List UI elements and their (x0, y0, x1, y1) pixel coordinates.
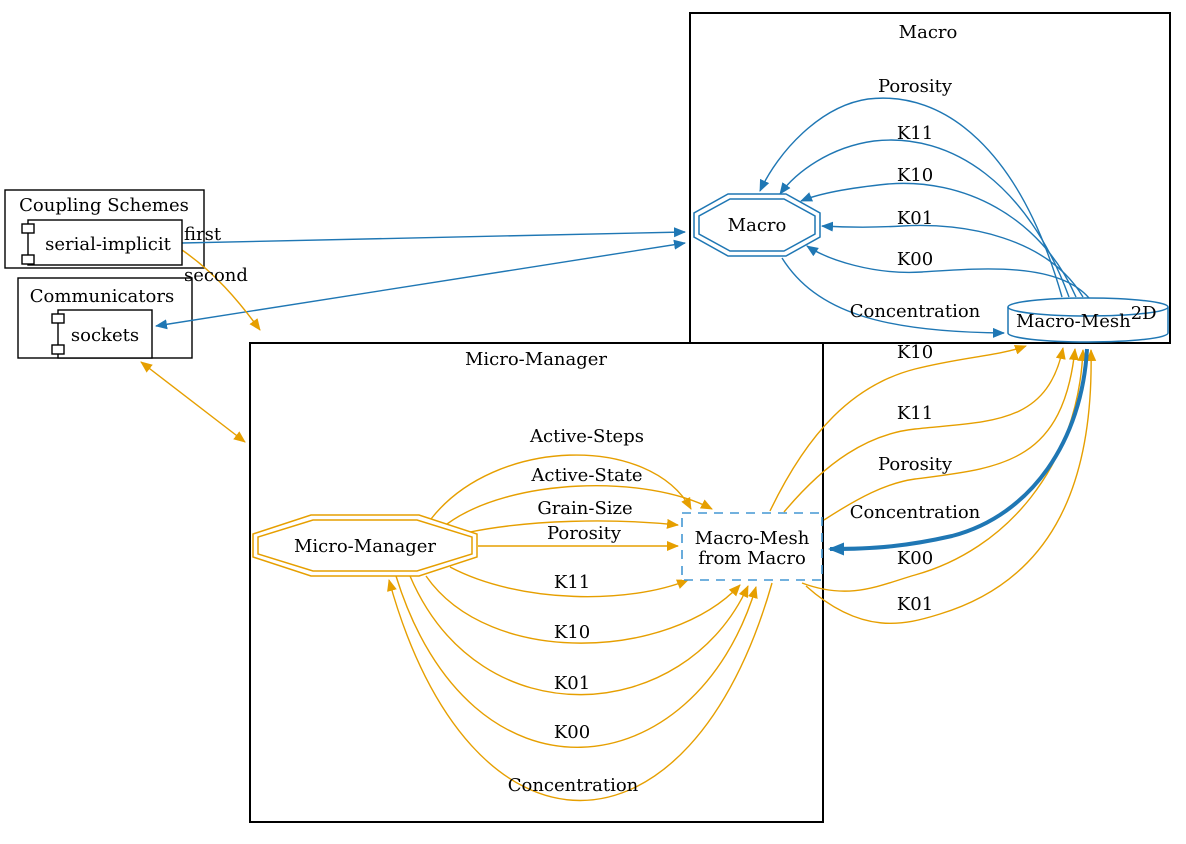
edge-mapping-porosity (823, 348, 1079, 521)
received-mesh-label-line2: from Macro (698, 548, 806, 569)
micro-manager-participant-label: Micro-Manager (294, 536, 436, 557)
edge-micro-write-k11 (449, 566, 689, 598)
sockets-label: sockets (71, 325, 139, 346)
edge-label-macro-k10: K10 (897, 165, 933, 186)
edge-label-micro-concentration: Concentration (508, 775, 639, 796)
macro-cluster-title: Macro (899, 22, 958, 43)
serial-implicit-label: serial-implicit (45, 234, 172, 255)
edge-label-micro-k01: K01 (554, 673, 590, 694)
edge-label-second: second (184, 265, 248, 286)
communicators-title: Communicators (30, 286, 174, 307)
sockets-component (57, 309, 153, 359)
edge-micro-write-k00 (395, 575, 758, 748)
edge-label-micro-grain-size: Grain-Size (537, 498, 632, 519)
edge-label-micro-k11: K11 (554, 572, 590, 593)
edge-label-macro-porosity: Porosity (878, 76, 953, 97)
edge-label-mapping-k11: K11 (897, 403, 933, 424)
coupling-schemes-title: Coupling Schemes (19, 195, 189, 216)
edge-label-micro-porosity: Porosity (547, 523, 622, 544)
edge-label-micro-k10: K10 (554, 622, 590, 643)
edge-label-macro-concentration: Concentration (850, 301, 981, 322)
micro-manager-participant-node-inner (257, 519, 473, 572)
edge-micro-write-grain-size (469, 518, 679, 533)
sockets-component-icon (51, 313, 65, 324)
edge-macro-read-k00 (806, 245, 1090, 299)
edge-macro-read-k01 (821, 221, 1084, 298)
serial-implicit-component (27, 219, 183, 266)
micro-manager-cluster-box (249, 342, 824, 823)
edge-label-micro-active-state: Active-State (530, 465, 642, 486)
edge-micro-read-concentration (387, 579, 773, 801)
received-mesh-node (681, 512, 823, 581)
sockets-component-icon (51, 344, 65, 355)
edge-label-macro-k01: K01 (897, 208, 933, 229)
edge-label-mapping-k01: K01 (897, 594, 933, 615)
macro-participant-label: Macro (728, 215, 787, 236)
edge-sockets-macro (155, 239, 686, 330)
micro-manager-cluster-title: Micro-Manager (465, 349, 607, 370)
edge-micro-write-active-steps (430, 454, 692, 520)
edge-mapping-concentration (828, 348, 1089, 556)
edge-label-mapping-concentration: Concentration (850, 502, 981, 523)
edge-label-micro-k00: K00 (554, 722, 590, 743)
edge-macro-write-concentration (781, 257, 1005, 338)
macro-cluster-box (689, 12, 1171, 344)
edge-sockets-micro (140, 361, 246, 443)
edge-micro-write-active-state (446, 485, 713, 525)
edge-coupling-second (181, 249, 261, 331)
edge-mapping-k11 (783, 347, 1066, 513)
edge-label-micro-active-steps: Active-Steps (529, 426, 644, 447)
edge-coupling-first (181, 227, 686, 244)
serial-implicit-component-icon (21, 223, 35, 234)
edge-mapping-k01 (805, 349, 1097, 624)
edge-macro-read-k10 (800, 182, 1077, 298)
edge-label-macro-k00: K00 (897, 249, 933, 270)
macro-mesh-node-lip (1007, 306, 1169, 317)
edge-micro-write-k01 (409, 575, 749, 696)
edge-label-mapping-porosity: Porosity (878, 454, 953, 475)
edge-macro-read-k11 (779, 139, 1070, 298)
received-mesh-label-line1: Macro-Mesh (695, 528, 810, 549)
edge-mapping-k10 (769, 344, 1027, 512)
edge-label-macro-k11: K11 (897, 123, 933, 144)
edge-label-first: first (184, 224, 222, 245)
edge-label-mapping-k10: K10 (897, 342, 933, 363)
macro-mesh-label: Macro-Mesh2D (1016, 303, 1157, 332)
macro-participant-node-inner (698, 198, 816, 252)
serial-implicit-component-icon (21, 254, 35, 265)
edge-label-mapping-k00: K00 (897, 548, 933, 569)
edge-macro-read-porosity (759, 97, 1063, 298)
edge-micro-write-k10 (425, 575, 741, 644)
